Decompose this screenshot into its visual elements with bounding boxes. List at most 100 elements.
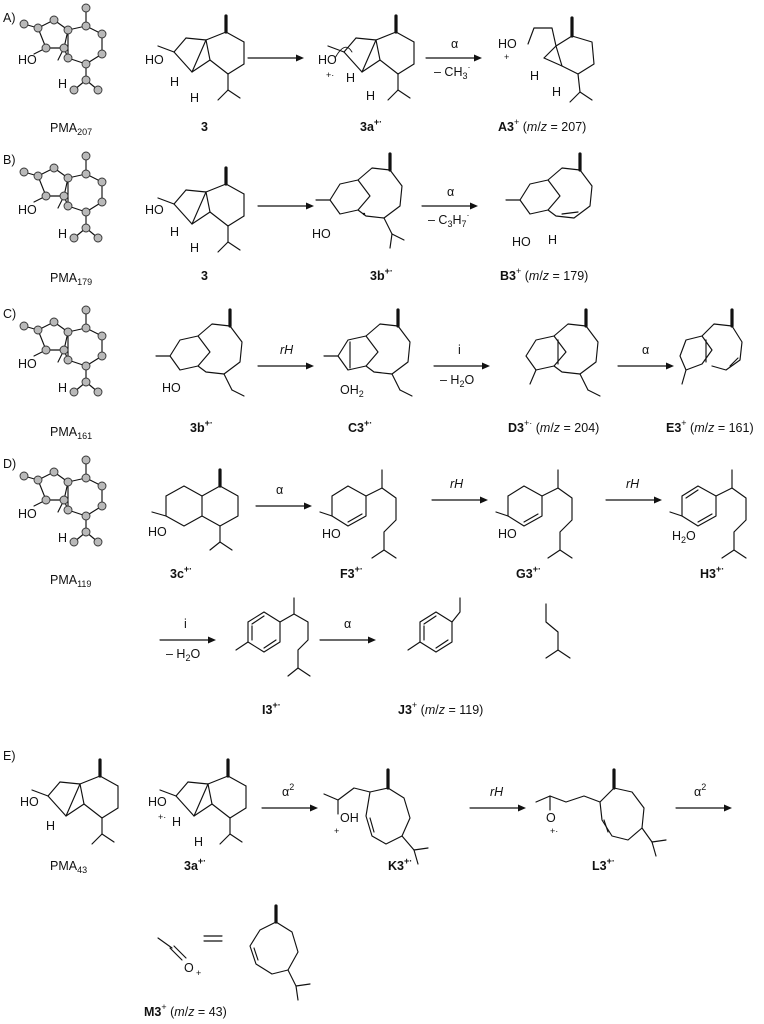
compound-label-mz: M3+ (m/z = 43) — [144, 1002, 227, 1019]
section-e: E) HO H PMA43 HO +· H H 3a+· α2 OH + K3+… — [3, 749, 733, 1019]
compound-j3-structure — [407, 597, 461, 653]
atom-ho: HO — [148, 795, 167, 809]
arrow-top-label: α — [642, 343, 649, 357]
radical-ring-fragment — [249, 904, 311, 1001]
atom-ho: HO — [512, 235, 531, 249]
reaction-arrow — [257, 361, 315, 371]
radical-cation-charge: +· — [326, 70, 334, 80]
pma-label-b: PMA179 — [50, 271, 92, 287]
radical-fragment — [545, 603, 571, 659]
compound-pma43-structure — [30, 758, 120, 846]
atom-o: O — [184, 961, 194, 975]
section-label-e: E) — [3, 749, 16, 763]
atom-h2o: H2O — [672, 529, 696, 545]
atom-h: H — [194, 835, 203, 849]
atom-ho: HO — [145, 53, 164, 67]
reaction-arrow — [425, 53, 483, 63]
cation-charge: + — [196, 968, 201, 978]
compound-d3-structure — [524, 308, 601, 397]
arrow-top-label: rH — [450, 477, 464, 491]
arrow-top-label: α2 — [282, 782, 294, 799]
cation-charge: + — [504, 52, 509, 62]
reaction-arrow — [159, 635, 217, 645]
reaction-arrow — [431, 495, 489, 505]
arrow-top-label: rH — [490, 785, 504, 799]
compound-i3-structure — [235, 597, 311, 677]
atom-h: H — [58, 381, 67, 395]
pma-label-a: PMA207 — [50, 121, 92, 137]
atom-ho: HO — [145, 203, 164, 217]
reaction-arrow — [261, 803, 319, 813]
compound-label-mz: J3+ (m/z = 119) — [398, 700, 483, 717]
pma-label-c: PMA161 — [50, 425, 92, 441]
compound-h3-structure — [669, 469, 747, 559]
reaction-arrow — [247, 53, 305, 63]
atom-ho: HO — [18, 53, 37, 67]
reaction-arrow — [469, 803, 527, 813]
compound-label: G3+· — [516, 564, 541, 581]
atom-h: H — [170, 225, 179, 239]
atom-ho: HO — [148, 525, 167, 539]
atom-h: H — [548, 233, 557, 247]
compound-3b-structure — [155, 308, 245, 397]
compound-label: F3+· — [340, 564, 363, 581]
reaction-arrow — [433, 361, 491, 371]
compound-3c-structure — [151, 468, 239, 551]
atom-oh: OH2 — [340, 383, 364, 399]
pma-label-e: PMA43 — [50, 859, 87, 875]
section-label-c: C) — [3, 307, 16, 321]
compound-m3-structure — [157, 937, 187, 961]
arrow-top-label: i — [184, 617, 187, 631]
section-label-d: D) — [3, 457, 16, 471]
atom-oh: OH — [340, 811, 359, 825]
resonance-equals — [203, 935, 223, 942]
reaction-arrow — [617, 361, 675, 371]
section-a: A) HO H PMA207 HO H H 3 HO +· H H 3a+· α… — [3, 3, 595, 137]
atom-ho: HO — [20, 795, 39, 809]
compound-label: C3+· — [348, 418, 372, 435]
compound-label: 3a+· — [184, 856, 206, 873]
reaction-arrow — [421, 201, 479, 211]
arrow-top-label: rH — [280, 343, 294, 357]
atom-o: O — [546, 811, 556, 825]
reaction-arrow — [255, 501, 313, 511]
compound-b3-structure — [505, 152, 594, 220]
atom-h: H — [530, 69, 539, 83]
arrow-top-label: α — [344, 617, 351, 631]
arrow-bottom-label: – C3H7· — [428, 210, 470, 229]
arrow-bottom-label: – H2O — [440, 373, 474, 389]
compound-3a-structure — [326, 14, 416, 102]
atom-h: H — [190, 91, 199, 105]
compound-label: L3+· — [592, 856, 615, 873]
compound-label: 3a+· — [360, 117, 382, 134]
compound-label: 3b+· — [370, 266, 393, 283]
section-b: B) HO H PMA179 HO H H 3 HO 3b+· α – C3H7… — [3, 151, 594, 287]
atom-ho: HO — [322, 527, 341, 541]
section-label-b: B) — [3, 153, 16, 167]
arrow-top-label: α2 — [694, 782, 706, 799]
atom-h: H — [58, 227, 67, 241]
compound-k3-structure — [323, 768, 429, 865]
compound-label: H3+· — [700, 564, 724, 581]
section-label-a: A) — [3, 11, 16, 25]
compound-f3-structure — [319, 469, 397, 559]
compound-label: K3+· — [388, 856, 412, 873]
atom-h: H — [346, 71, 355, 85]
atom-h: H — [58, 531, 67, 545]
compound-label-mz: E3+ (m/z = 161) — [666, 418, 754, 435]
pma-label-d: PMA119 — [50, 573, 91, 589]
compound-label: 3c+· — [170, 564, 192, 581]
atom-ho: HO — [318, 53, 337, 67]
compound-label: 3b+· — [190, 418, 213, 435]
radical-cation-charge: +· — [158, 812, 166, 822]
atom-ho: HO — [162, 381, 181, 395]
atom-h: H — [58, 77, 67, 91]
atom-h: H — [172, 815, 181, 829]
cation-charge: + — [334, 826, 339, 836]
compound-label: 3 — [201, 120, 208, 134]
arrow-top-label: rH — [626, 477, 640, 491]
section-d: D) HO H PMA119 HO 3c+· α HO F3+· r — [3, 455, 747, 717]
atom-h: H — [552, 85, 561, 99]
compound-l3-structure — [535, 768, 667, 857]
